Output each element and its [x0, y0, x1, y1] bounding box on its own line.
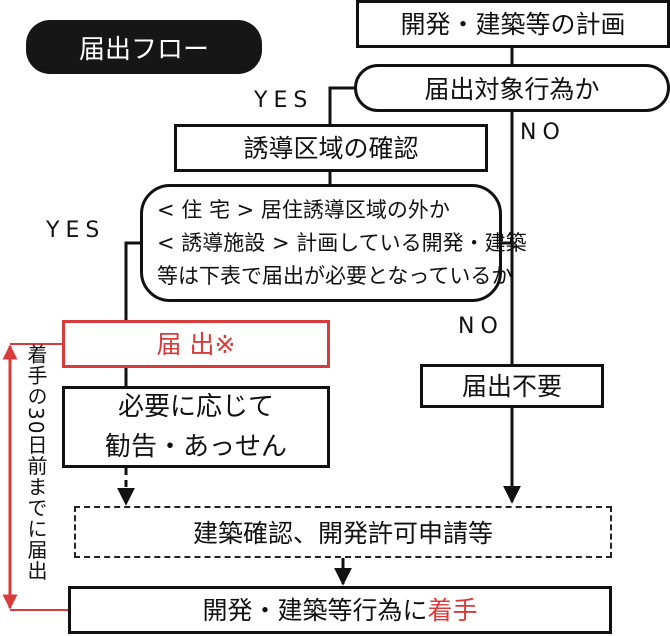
- target-question-box: 届出対象行為か: [354, 64, 670, 112]
- condition-line-table: 等は下表で届出が必要となっているか: [157, 263, 513, 288]
- deadline-note: 着手の30日前までに届出: [24, 344, 48, 582]
- start-box: 開発・建築等行為に着手: [68, 586, 612, 634]
- flow-title: 届出フロー: [26, 20, 262, 74]
- start-text-prefix: 開発・建築等行為に: [202, 595, 428, 625]
- no-notify-box: 届出不要: [420, 364, 604, 408]
- connector-cond-yes: [124, 241, 140, 320]
- advice-line-1: 必要に応じて: [117, 392, 274, 422]
- no-label-right-bottom: NO: [458, 314, 504, 339]
- confirm-area-box: 誘導区域の確認: [174, 124, 488, 172]
- start-text-accent: 着手: [427, 595, 478, 625]
- condition-box: < 住 宅 > 居住誘導区域の外か < 誘導施設 > 計画している開発・建築 等…: [140, 184, 527, 302]
- yes-label-left: YES: [46, 218, 106, 243]
- permit-box: 建築確認、開発許可申請等: [74, 506, 612, 558]
- condition-line-housing: < 住 宅 > 居住誘導区域の外か: [157, 197, 450, 222]
- plan-box: 開発・建築等の計画: [356, 0, 670, 48]
- notify-box: 届 出※: [62, 320, 330, 368]
- no-label-right-top: NO: [520, 120, 566, 145]
- connector-yes-to-confirm: [328, 86, 356, 124]
- advice-line-2: 勧告・あっせん: [104, 432, 287, 462]
- advice-box: 必要に応じて 勧告・あっせん: [62, 386, 330, 468]
- condition-line-facility: < 誘導施設 > 計画している開発・建築: [157, 230, 527, 255]
- yes-label-top: YES: [254, 88, 314, 113]
